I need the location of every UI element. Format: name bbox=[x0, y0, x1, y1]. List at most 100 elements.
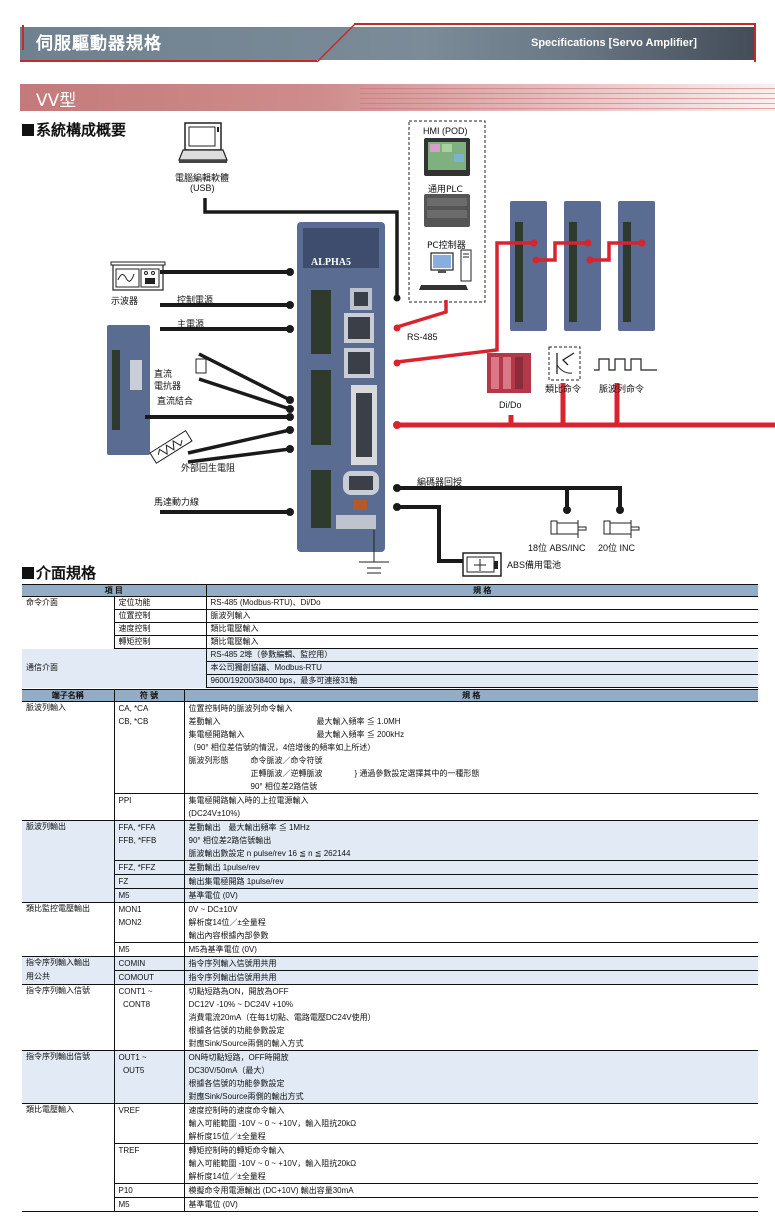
spec-line: 脈波輸出數設定 n pulse/rev 16 ≦ n ≦ 262144 bbox=[188, 849, 351, 858]
symbol-line: OUT1 ~ bbox=[118, 1053, 147, 1062]
spec-line: 集電極開路輸入時的上拉電源輸入 bbox=[188, 796, 309, 805]
cell-symbol: PPI bbox=[113, 793, 184, 821]
label-motor-18bit: 18位 ABS/INC bbox=[528, 543, 586, 553]
table-row: 轉矩控制類比電壓輸入 bbox=[22, 635, 758, 649]
encoder-feedback-cable bbox=[397, 486, 622, 510]
cell-group bbox=[22, 674, 114, 688]
symbol-line: CONT1 ~ bbox=[118, 987, 153, 996]
battery-icon bbox=[462, 552, 502, 577]
cell-terminal-name: 用公共 bbox=[22, 970, 114, 985]
amp-brand-text: ALPHA5 bbox=[311, 257, 351, 268]
cell-terminal-name bbox=[22, 874, 114, 889]
cell-terminal-name: 指令序列輸入信號 bbox=[22, 984, 114, 1051]
spec-segment: 命令脈波／命令符號 bbox=[250, 756, 323, 765]
symbol-line: COMOUT bbox=[118, 973, 155, 982]
cell-spec: 9600/19200/38400 bps，最多可連接31軸 bbox=[205, 674, 758, 688]
spec-line: 基準電位 (0V) bbox=[188, 1200, 238, 1209]
section-heading-interface: 介面規格 bbox=[22, 562, 96, 583]
spec-line: 指令序列輸出信號用共用 bbox=[188, 973, 277, 982]
spec-segment: 脈波列形態 bbox=[188, 756, 229, 765]
label-dc-link: 直流結合 bbox=[157, 397, 194, 407]
cell-terminal-name bbox=[22, 942, 114, 957]
model-title: VV型 bbox=[36, 91, 77, 111]
cell-symbol: VREF bbox=[113, 1103, 184, 1144]
spec-line: M5為基準電位 (0V) bbox=[188, 945, 257, 954]
spec-segment: 最大輸入頻率 ≦ 1.0MH bbox=[316, 717, 401, 726]
spec-line: 切點短路為ON，開放為OFF bbox=[188, 987, 289, 996]
cell-symbol: P10 bbox=[113, 1183, 184, 1198]
cell-spec: 類比電壓輸入 bbox=[205, 622, 758, 636]
table-row: M5 M5為基準電位 (0V) bbox=[22, 942, 758, 957]
spec-line: （90° 相位差信號的情況，4倍增後的頻率如上所述） bbox=[188, 743, 376, 752]
cell-spec: 指令序列輸出信號用共用 bbox=[183, 970, 758, 985]
section-title: 介面規格 bbox=[36, 564, 97, 582]
rs485-chain-cable bbox=[396, 241, 534, 364]
label-analog-command: 類比命令 bbox=[545, 385, 582, 395]
symbol-line: M5 bbox=[118, 945, 130, 954]
cell-spec: 速度控制時的速度命令輸入輸入可能範圍 -10V ~ 0 ~ +10V，輸入阻抗2… bbox=[183, 1103, 758, 1144]
spec-line: 指令序列輸入信號用共用 bbox=[188, 959, 277, 968]
table-row: PPI 集電極開路輸入時的上拉電源輸入 (DC24V±10%) bbox=[22, 793, 758, 821]
symbol-line: FFA, *FFA bbox=[118, 823, 156, 832]
cell-symbol: M5 bbox=[113, 1197, 184, 1212]
table-row: TREF 轉矩控制時的轉矩命令輸入輸入可能範圍 -10V ~ 0 ~ +10V，輸… bbox=[22, 1143, 758, 1184]
laptop-icon bbox=[178, 122, 228, 163]
cell-terminal-name bbox=[22, 1197, 114, 1212]
spec-line: 解析度14位／±全量程 bbox=[188, 1172, 266, 1181]
external-resistor-icon bbox=[149, 430, 193, 464]
label-plc: 通用PLC bbox=[428, 185, 463, 195]
cell-spec: 基準電位 (0V) bbox=[183, 1197, 758, 1212]
cell-group bbox=[22, 623, 114, 636]
dido-module-icon bbox=[487, 353, 531, 393]
table-row: 速度控制類比電壓輸入 bbox=[22, 622, 758, 636]
column-header-symbol: 符 號 bbox=[113, 689, 184, 702]
spec-line: 對應Sink/Source兩側的輸出方式 bbox=[188, 1092, 304, 1101]
cell-terminal-name: 脈波列輸入 bbox=[26, 703, 66, 712]
header-accent-line bbox=[754, 23, 756, 62]
table-row: M5 基準電位 (0V) bbox=[22, 1197, 758, 1212]
spec-line: 輸出集電極開路 1pulse/rev bbox=[188, 877, 284, 886]
cell-spec: 位置控制時的脈波列命令輸入差動輸入 最大輸入頻率 ≦ 1.0MH 集電極開路輸入 最大… bbox=[183, 701, 758, 794]
spec-line: (DC24V±10%) bbox=[188, 809, 241, 818]
label-dido: Di/Do bbox=[499, 400, 522, 410]
cell-terminal-name bbox=[22, 793, 114, 821]
spec-line: 解析度15位／±全量程 bbox=[188, 1132, 266, 1141]
symbol-line: TREF bbox=[118, 1146, 140, 1155]
spec-line: 輸入可能範圍 -10V ~ 0 ~ +10V，輸入阻抗20kΩ bbox=[188, 1159, 357, 1168]
spec-line: 90° 相位差2路信號輸出 bbox=[188, 836, 272, 845]
spec-line: 根據各信號的功能參數設定 bbox=[188, 1079, 285, 1088]
cell-spec: 類比電壓輸入 bbox=[205, 635, 758, 649]
symbol-line: MON2 bbox=[118, 918, 142, 927]
cell-spec: M5為基準電位 (0V) bbox=[183, 942, 758, 957]
table-row: 通信介面本公司獨創協議、Modbus-RTU bbox=[22, 661, 758, 675]
cell-terminal-name bbox=[22, 860, 114, 875]
label-pulse-command: 脈波列命令 bbox=[599, 385, 645, 395]
label-main-power: 主電源 bbox=[177, 320, 205, 330]
spec-line: 差動輸入 最大輸入頻率 ≦ 1.0MH bbox=[189, 715, 755, 728]
spec-line: 正轉脈波／逆轉脈波} 通過參數設定選擇其中的一種形態 bbox=[189, 767, 755, 780]
spec-segment: 差動輸入 bbox=[188, 717, 221, 726]
spec-line: DC30V/50mA（最大） bbox=[188, 1066, 270, 1075]
symbol-line: P10 bbox=[118, 1186, 133, 1195]
spec-line: 位置控制時的脈波列命令輸入 bbox=[188, 704, 293, 713]
symbol-line: FZ bbox=[118, 877, 129, 886]
label-dc-reactor: 直流 bbox=[154, 370, 173, 380]
cell-spec: RS-485 (Modbus-RTU)、Di/Do bbox=[205, 596, 758, 610]
cell-symbol: FZ bbox=[113, 874, 184, 889]
dc-reactor-cable bbox=[198, 352, 291, 402]
header-accent-line bbox=[20, 60, 317, 62]
label-encoder-feedback: 編碼器回授 bbox=[417, 478, 463, 488]
cell-spec: 轉矩控制時的轉矩命令輸入輸入可能範圍 -10V ~ 0 ~ +10V，輸入阻抗2… bbox=[183, 1143, 758, 1184]
usb-cable bbox=[203, 198, 399, 297]
rs485-cable bbox=[396, 300, 448, 329]
spec-segment: 集電極開路輸入 bbox=[188, 730, 245, 739]
cell-group: 通信介面 bbox=[22, 661, 114, 675]
